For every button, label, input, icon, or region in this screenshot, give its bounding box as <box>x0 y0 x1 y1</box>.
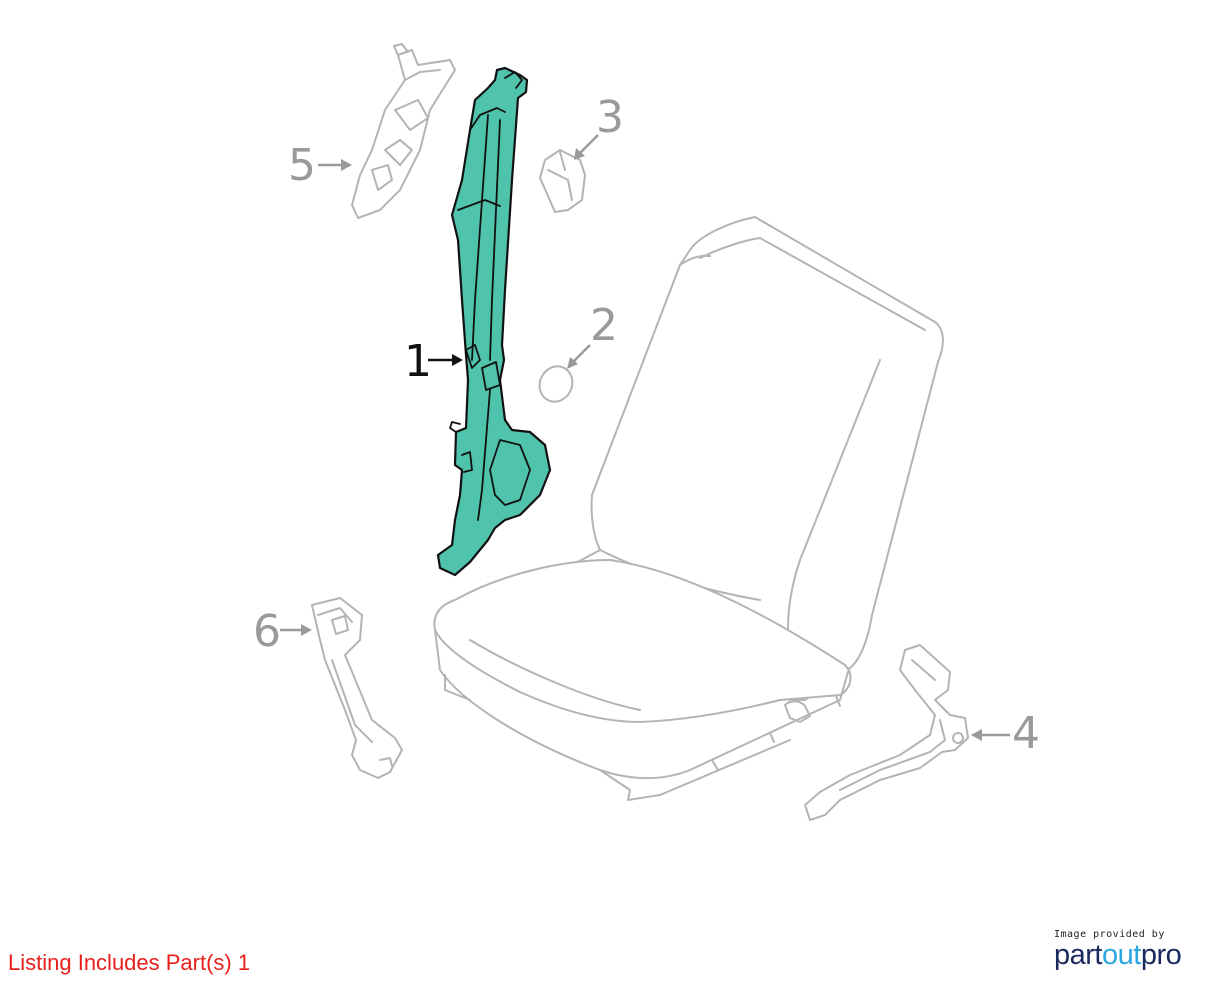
brand-out: out <box>1101 939 1141 971</box>
watermark-brand-logo: partoutpro <box>1054 940 1204 970</box>
brand-part: part <box>1054 939 1102 971</box>
callout-label-1: 1 <box>404 336 432 387</box>
part-4-buckle-stalk[interactable] <box>804 644 969 821</box>
part-1-seat-belt-assembly[interactable] <box>436 66 552 577</box>
part-3-cap[interactable] <box>539 149 586 213</box>
partoutpro-watermark: Image provided by partoutpro <box>1054 929 1204 970</box>
seat-illustration <box>433 216 944 801</box>
listing-note: Listing Includes Part(s) 1 <box>8 950 251 975</box>
callout-arrow-5 <box>318 159 352 171</box>
part-2-round-cap[interactable] <box>534 361 578 407</box>
callout-label-2: 2 <box>590 300 618 351</box>
callout-label-5: 5 <box>288 140 316 191</box>
part-5-upper-anchor[interactable] <box>351 43 456 219</box>
callout-arrow-1 <box>428 354 463 366</box>
watermark-provided-by: Image provided by <box>1054 929 1165 940</box>
callout-arrow-6 <box>280 624 312 636</box>
callout-label-3: 3 <box>596 92 624 143</box>
part-6-buckle[interactable] <box>311 597 403 779</box>
callout-label-4: 4 <box>1012 708 1040 759</box>
callout-arrow-3 <box>574 134 599 160</box>
callout-label-6: 6 <box>253 606 281 657</box>
callout-arrow-4 <box>971 729 1010 741</box>
callout-arrow-2 <box>567 344 591 369</box>
brand-pro: pro <box>1140 939 1182 971</box>
